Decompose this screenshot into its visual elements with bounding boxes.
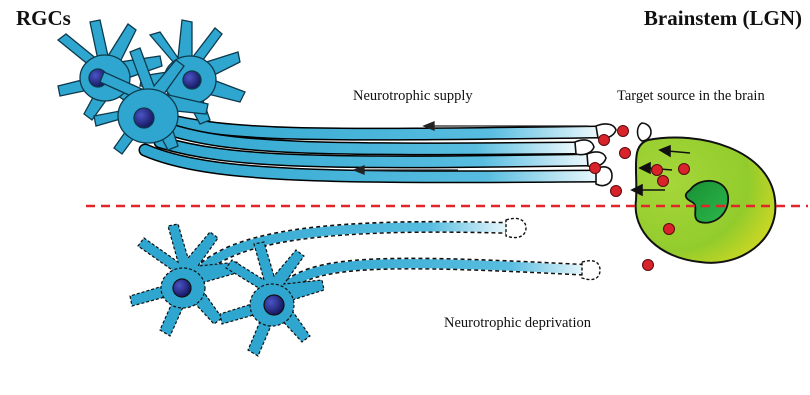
neurotrophic-factor-dot: [652, 165, 663, 176]
neuron-cell-icon: [220, 242, 324, 356]
right-title: Brainstem (LGN): [644, 6, 802, 31]
neurotrophic-factor-dot: [620, 148, 631, 159]
target-label: Target source in the brain: [617, 88, 765, 105]
neurotrophic-factor-dot: [618, 126, 629, 137]
target-nucleus-icon: [636, 138, 776, 263]
neurotrophic-factor-dot: [643, 260, 654, 271]
healthy-axons: [145, 118, 600, 177]
neurotrophic-factor-dot: [590, 163, 601, 174]
left-title: RGCs: [16, 6, 71, 31]
neurotrophic-factor-dot: [679, 164, 690, 175]
degenerating-axons: [190, 218, 600, 300]
supply-label: Neurotrophic supply: [353, 88, 473, 105]
degenerating-neurons: [130, 224, 324, 356]
deprivation-label: Neurotrophic deprivation: [444, 315, 591, 332]
neurotrophic-factor-dot: [599, 135, 610, 146]
neurotrophic-factor-dot: [658, 176, 669, 187]
neurotrophic-factor-dot: [664, 224, 675, 235]
neurotrophic-factor-dot: [611, 186, 622, 197]
